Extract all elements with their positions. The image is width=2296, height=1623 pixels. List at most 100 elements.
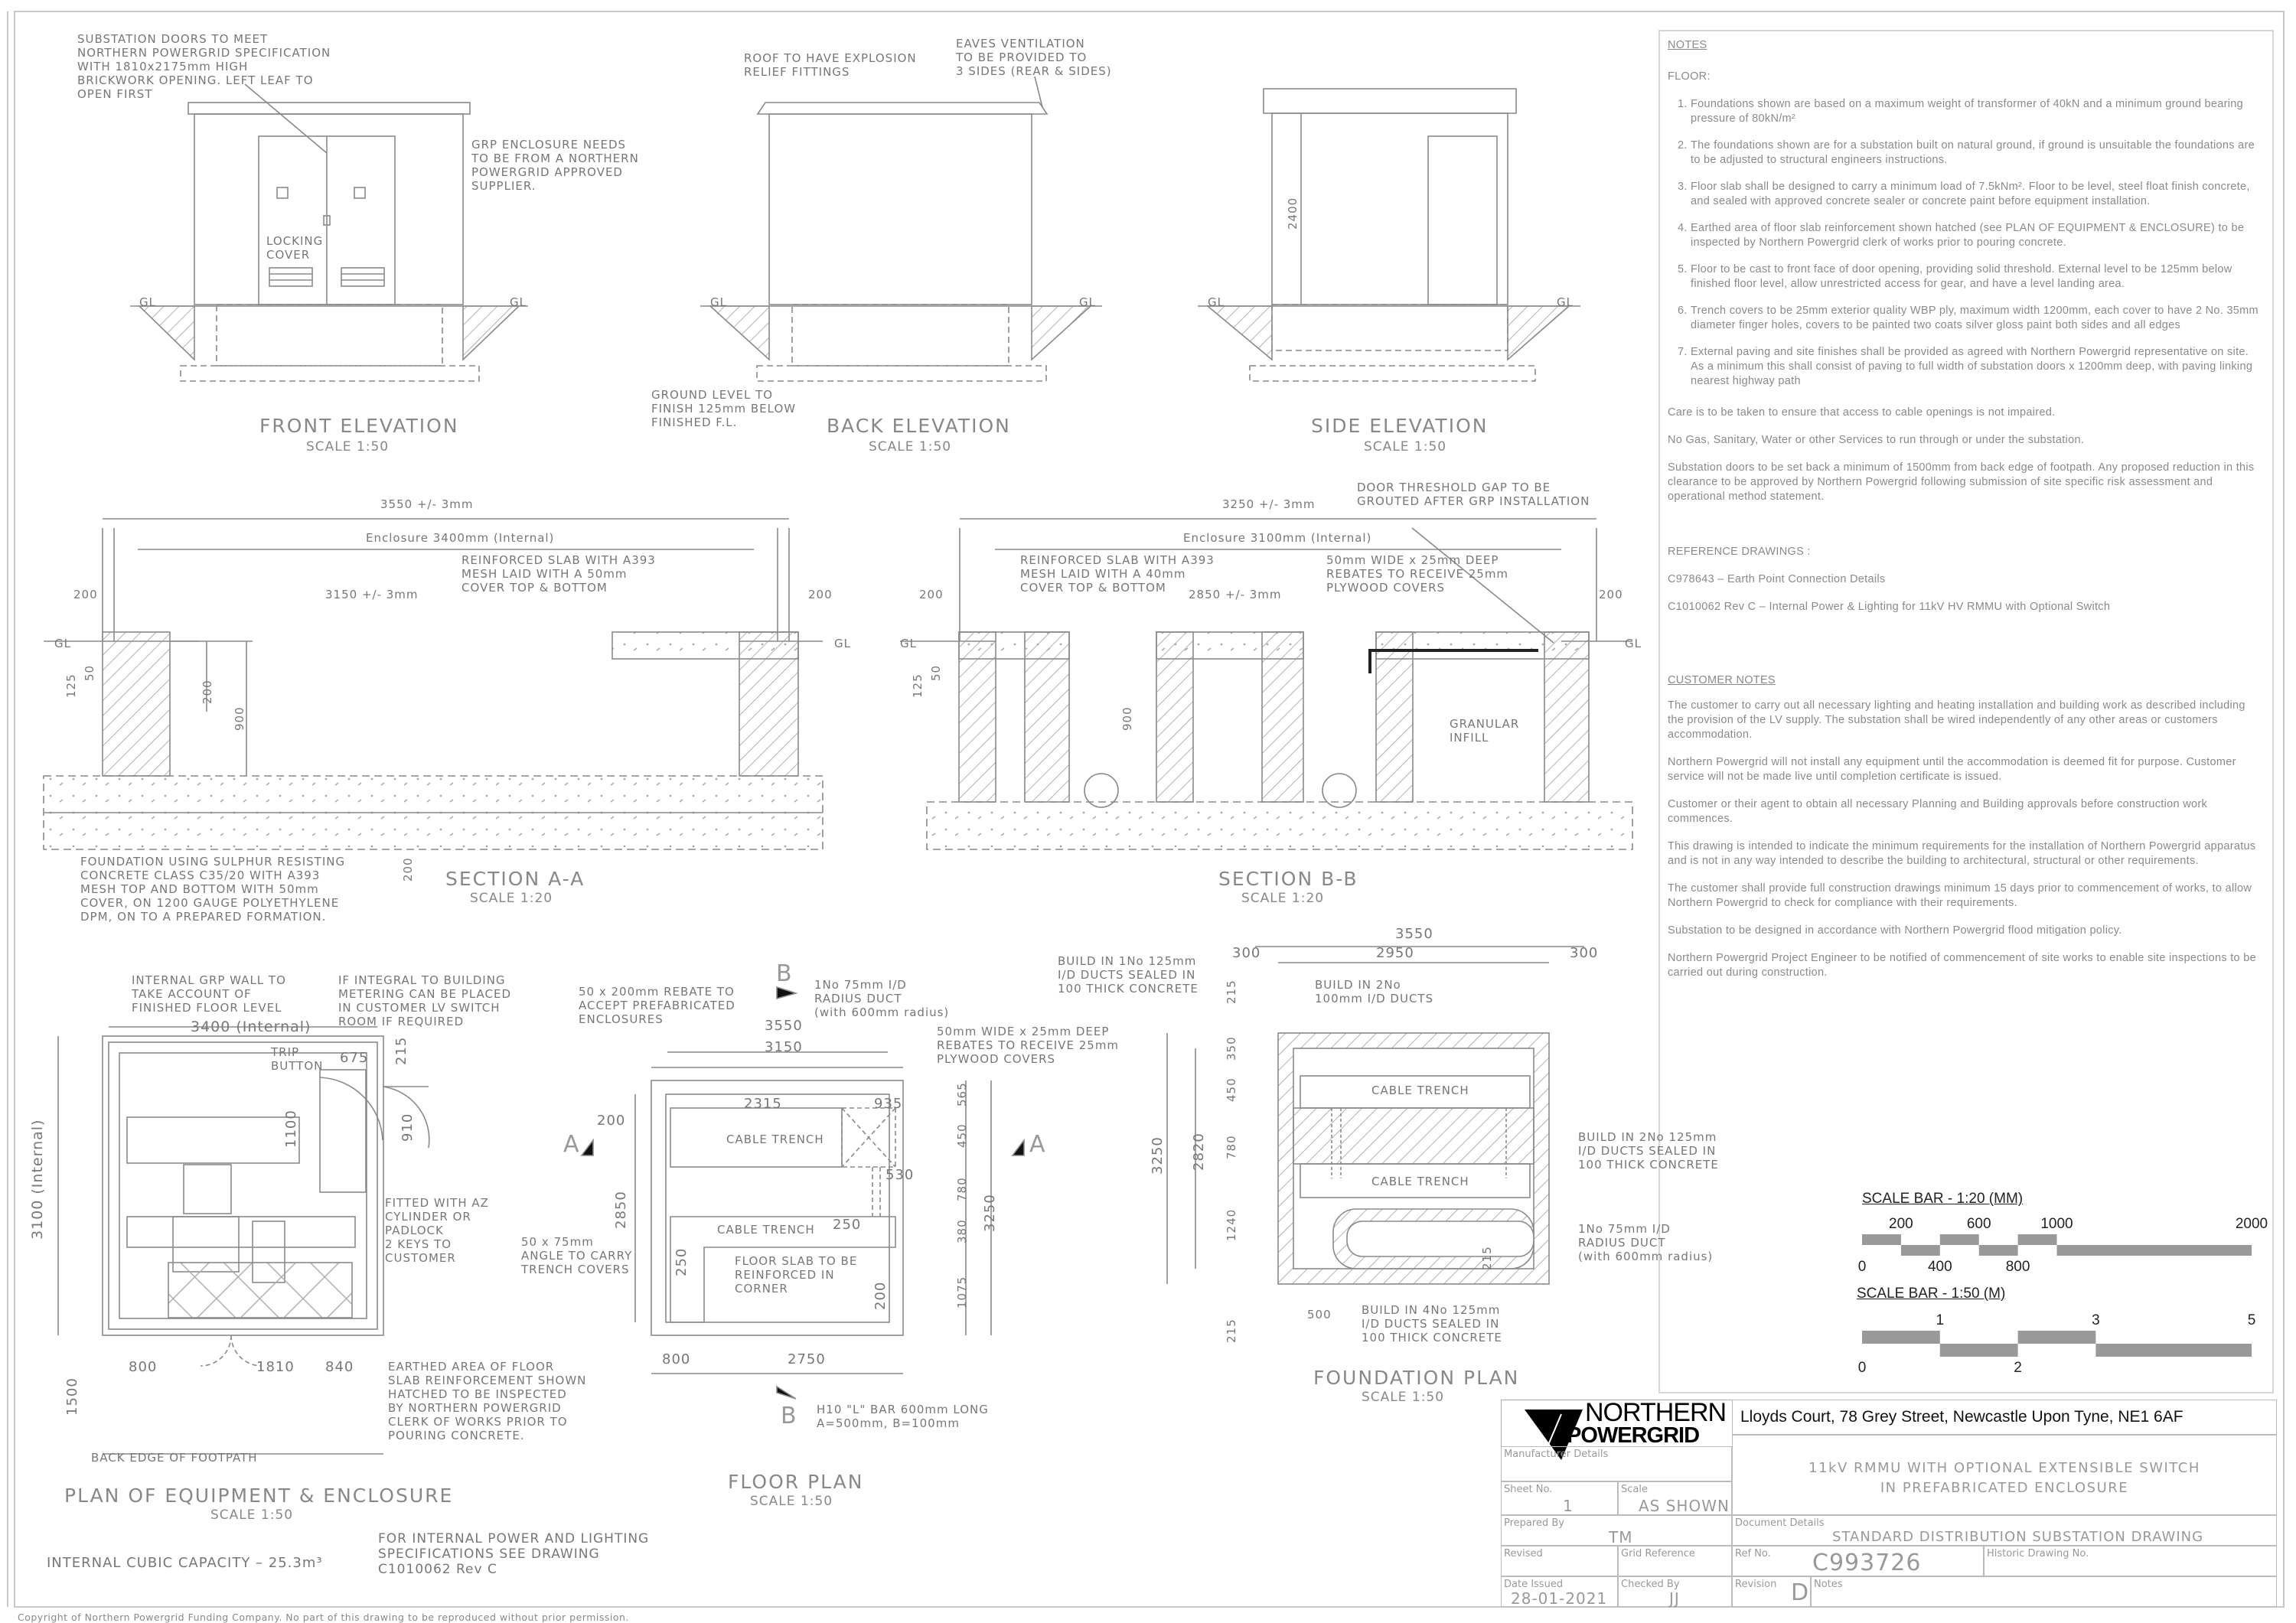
- foundation-plan-title: FOUNDATION PLAN: [1313, 1367, 1520, 1389]
- scale-bar-tick-label: 1000: [2040, 1216, 2073, 1232]
- fp-rebates-note: 50mm WIDE x 25mm DEEP REBATES TO RECEIVE…: [937, 1025, 1120, 1066]
- scale-bar-segment: [1862, 1331, 1940, 1344]
- pe-dim-1500: 1500: [64, 1377, 80, 1416]
- fp-cable-trench-1: CABLE TRENCH: [726, 1133, 824, 1146]
- back-eaves-note: EAVES VENTILATION TO BE PROVIDED TO 3 SI…: [956, 37, 1112, 78]
- scale-bar-segment: [1862, 1234, 1901, 1245]
- document-label: Document Details: [1735, 1517, 1825, 1529]
- sheet-value: 1: [1563, 1497, 1574, 1515]
- logo-bottom-text: POWERGRID: [1567, 1423, 1700, 1448]
- logo-top-text: NORTHERN: [1585, 1398, 1727, 1427]
- customer-notes-heading: CUSTOMER NOTES: [1668, 674, 1776, 686]
- customer-note: The customer shall provide full construc…: [1668, 882, 2252, 909]
- fdn-dim-215-mid: 215: [1480, 1246, 1494, 1270]
- back-ground-note: GROUND LEVEL TO FINISH 125mm BELOW FINIS…: [651, 388, 797, 429]
- fp-dim-1075: 1075: [955, 1276, 969, 1309]
- bb-slab-note: REINFORCED SLAB WITH A393 MESH LAID WITH…: [1020, 553, 1215, 595]
- fdn-dim-300-left: 300: [1232, 945, 1261, 961]
- front-doors-note: SUBSTATION DOORS TO MEET NORTHERN POWERG…: [77, 32, 331, 101]
- section-bb-drawing: [900, 518, 1633, 850]
- side-dim-2400: 2400: [1286, 197, 1300, 230]
- fdn-dim-300-right: 300: [1570, 945, 1599, 961]
- grid-reference-label: Grid Reference: [1621, 1548, 1695, 1559]
- bb-dim-900: 900: [1120, 706, 1134, 731]
- aa-dim-200-foundation: 200: [401, 857, 415, 882]
- revised-label: Revised: [1504, 1548, 1543, 1559]
- pe-dim-1810: 1810: [256, 1359, 295, 1375]
- bb-threshold-note: DOOR THRESHOLD GAP TO BE GROUTED AFTER G…: [1357, 481, 1590, 508]
- front-elevation-scale: SCALE 1:50: [306, 439, 390, 455]
- fdn-duct-note: 1No 75mm I/D RADIUS DUCT (with 600mm rad…: [1578, 1222, 1714, 1263]
- fp-section-b-bottom: B: [781, 1403, 797, 1429]
- fdn-dim-3550: 3550: [1395, 926, 1433, 942]
- scale-bar-segment: [1939, 1234, 1979, 1245]
- bb-dim-200-right: 200: [1599, 588, 1623, 601]
- fdn-dim-2820: 2820: [1191, 1133, 1207, 1171]
- fp-dim-3150: 3150: [765, 1039, 803, 1055]
- logo: NORTHERN POWERGRID: [1501, 1398, 1732, 1448]
- scale-bar-segment: [1978, 1245, 2018, 1256]
- scale-bar-1-50-title: SCALE BAR - 1:50 (M): [1857, 1286, 2006, 1302]
- fp-section-a-right: A: [1029, 1131, 1045, 1158]
- bb-dim-50: 50: [929, 664, 943, 681]
- general-note: Substation doors to be set back a minimu…: [1668, 461, 2255, 503]
- scale-bar-tick-label: 0: [1857, 1360, 1867, 1376]
- pe-dim-depth: 3100 (Internal): [29, 1119, 46, 1240]
- foundation-plan-drawing: [1166, 946, 1584, 1285]
- floor-plan-title: FLOOR PLAN: [728, 1471, 864, 1493]
- scale-bar-tick-label: 600: [1966, 1216, 1991, 1232]
- plan-equipment-drawing: [57, 1026, 430, 1455]
- notes-label: Notes: [1814, 1579, 1843, 1590]
- section-aa-drawing: [43, 518, 823, 850]
- copyright-notice: Copyright of Northern Powergrid Funding …: [18, 1612, 629, 1623]
- fdn-dim-215-bottom: 215: [1225, 1318, 1238, 1343]
- front-gl-left: GL: [139, 295, 156, 309]
- scale-bar-tick-label: 0: [1857, 1259, 1867, 1275]
- scale-bar-segment: [2095, 1344, 2252, 1357]
- northern-powergrid-logo-mark: [1525, 1410, 1583, 1460]
- scale-label: Scale: [1621, 1484, 1648, 1495]
- fdn-1no-note: BUILD IN 1No 125mm I/D DUCTS SEALED IN 1…: [1058, 954, 1199, 996]
- floor-note-item: Trench covers to be 25mm exterior qualit…: [1691, 304, 2265, 333]
- side-elevation-scale: SCALE 1:50: [1364, 439, 1447, 455]
- fp-dim-450: 450: [955, 1123, 969, 1148]
- fp-dim-800: 800: [662, 1351, 691, 1367]
- scale-bar-tick-label: 5: [2247, 1312, 2256, 1328]
- manufacturer-label: Manufacturer Details: [1504, 1449, 1609, 1460]
- aa-dim-enclosure: Enclosure 3400mm (Internal): [366, 531, 555, 545]
- side-gl-right: GL: [1557, 295, 1574, 309]
- scale-bar-segment: [1900, 1245, 1940, 1256]
- pe-dim-width: 3400 (Internal): [191, 1018, 311, 1035]
- date-value: 28-01-2021: [1511, 1589, 1608, 1608]
- scale-bar-tick-label: 800: [2005, 1259, 2030, 1275]
- bb-dim-125: 125: [911, 673, 925, 698]
- pe-dim-910: 910: [400, 1113, 416, 1142]
- reference-drawing: C978643 – Earth Point Connection Details: [1668, 573, 1886, 585]
- pe-trip-note: TRIP BUTTON: [271, 1045, 324, 1073]
- aa-dim-inner: 3150 +/- 3mm: [325, 588, 419, 601]
- floor-note-item: Earthed area of floor slab reinforcement…: [1691, 221, 2265, 250]
- fdn-dim-1240: 1240: [1225, 1208, 1238, 1241]
- reference-drawing: C1010062 Rev C – Internal Power & Lighti…: [1668, 601, 2111, 613]
- customer-note: Customer or their agent to obtain all ne…: [1668, 798, 2208, 825]
- floor-note-item: The foundations shown are for a substati…: [1691, 139, 2265, 168]
- pe-dim-1100: 1100: [283, 1110, 299, 1148]
- fdn-dim-2950: 2950: [1376, 945, 1414, 961]
- ref-label: Ref No.: [1735, 1548, 1771, 1559]
- pe-dim-840: 840: [325, 1359, 354, 1375]
- fp-dim-2750: 2750: [788, 1351, 826, 1367]
- customer-note: Northern Powergrid will not install any …: [1668, 756, 2236, 783]
- ref-value: C993726: [1812, 1550, 1922, 1576]
- fdn-cable-trench-2: CABLE TRENCH: [1371, 1175, 1469, 1188]
- aa-gl-right: GL: [834, 637, 851, 650]
- scale-bar-segment: [2017, 1331, 2096, 1344]
- section-bb-scale: SCALE 1:20: [1241, 891, 1325, 906]
- prepared-value: TM: [1609, 1528, 1633, 1546]
- fp-bar-note: H10 "L" BAR 600mm LONG A=500mm, B=100mm: [817, 1403, 989, 1430]
- fdn-2no125-note: BUILD IN 2No 125mm I/D DUCTS SEALED IN 1…: [1578, 1130, 1719, 1172]
- fp-dim-3250: 3250: [982, 1194, 998, 1232]
- customer-note: The customer to carry out all necessary …: [1668, 699, 2245, 741]
- scale-bar-tick-label: 2000: [2235, 1216, 2268, 1232]
- section-aa-title: SECTION A-A: [445, 868, 585, 890]
- sheet-label: Sheet No.: [1504, 1484, 1553, 1495]
